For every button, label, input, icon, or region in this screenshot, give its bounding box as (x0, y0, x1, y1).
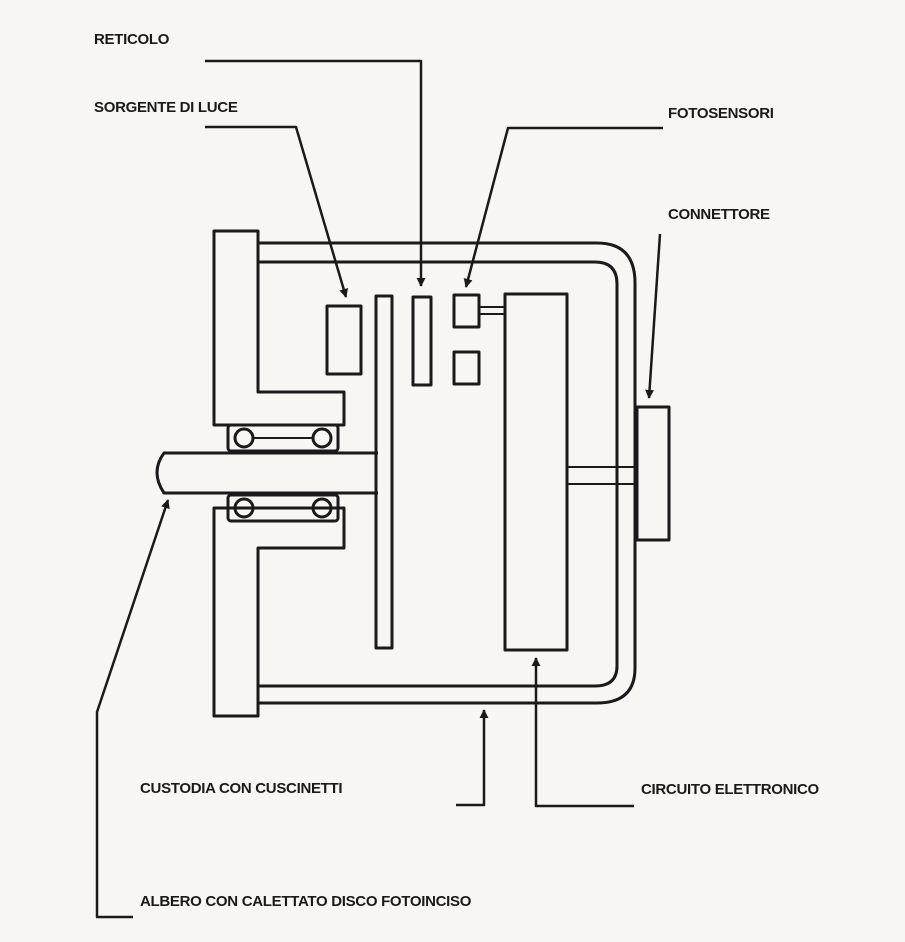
housing-inner (258, 260, 619, 688)
leader-sorgente (205, 125, 349, 298)
label-electronic-circuit: CIRCUITO ELETTRONICO (641, 781, 819, 798)
photosensor-lower (452, 350, 481, 386)
circuit-board (503, 292, 569, 652)
photosensor-upper (452, 293, 481, 329)
leader-custodia (456, 709, 489, 807)
bearing-upper-ball-right (311, 427, 333, 449)
label-light-source: SORGENTE DI LUCE (94, 99, 238, 116)
leader-fotosensori (463, 126, 663, 288)
housing-outer (258, 241, 637, 705)
leader-circuito (531, 657, 634, 808)
bearing-upper (226, 423, 340, 453)
shaft (155, 451, 378, 495)
label-connector: CONNETTORE (668, 206, 770, 223)
label-reticle: RETICOLO (94, 31, 170, 48)
bearing-upper-ball-left (233, 427, 255, 449)
encoder-disc (374, 294, 394, 650)
connector (635, 405, 671, 542)
leader-connettore (645, 233, 662, 399)
flange-lower (212, 506, 346, 718)
bearing-lower (226, 493, 340, 523)
label-photosensors: FOTOSENSORI (668, 105, 774, 122)
leader-reticolo (205, 59, 426, 287)
leader-albero (95, 499, 170, 919)
reticle (411, 295, 433, 387)
light-source (325, 304, 363, 376)
label-housing-bearings: CUSTODIA CON CUSCINETTI (140, 780, 343, 797)
label-shaft-disc: ALBERO CON CALETTATO DISCO FOTOINCISO (140, 893, 472, 910)
flange-upper (212, 229, 346, 427)
